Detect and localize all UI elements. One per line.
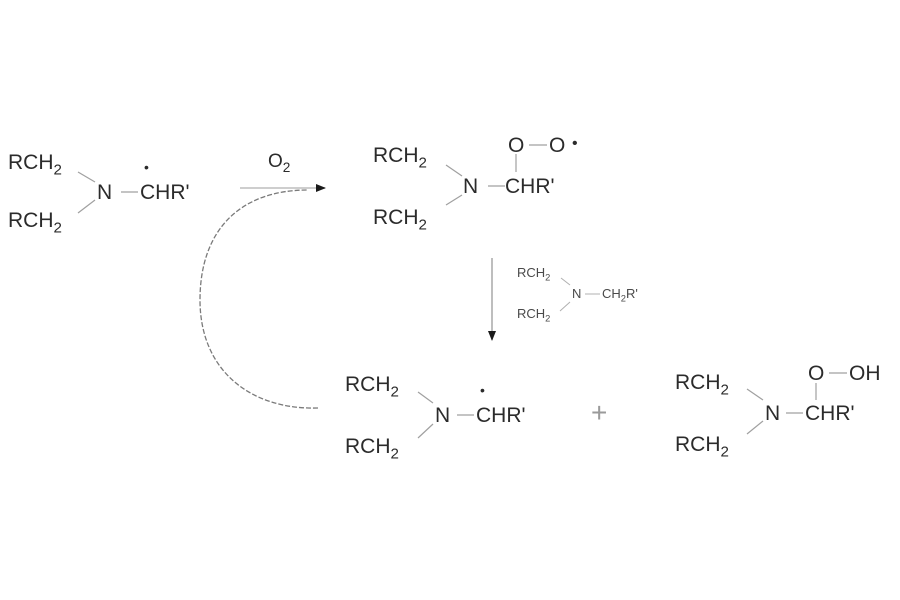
reagent-rch2-bottom: RCH2 bbox=[517, 306, 551, 324]
reagent-ch2r: CH2R' bbox=[602, 286, 638, 304]
reagent-rch2-top: RCH2 bbox=[517, 265, 551, 283]
peroxy-oxygen-1: O bbox=[508, 134, 525, 157]
reactant-carbon-radical: CHR' bbox=[140, 181, 190, 204]
hydroperoxide-nitrogen: N bbox=[765, 402, 781, 425]
reactant-rch2-bottom: RCH2 bbox=[8, 209, 62, 237]
hydroperoxide-carbon: CHR' bbox=[805, 402, 855, 425]
plus-sign: + bbox=[591, 397, 608, 428]
product-radical-bonds bbox=[417, 391, 474, 439]
product-radical-dot: • bbox=[480, 382, 485, 398]
peroxy-carbon: CHR' bbox=[505, 175, 555, 198]
product-carbon-radical: CHR' bbox=[476, 404, 526, 427]
hydroperoxide-rch2-top: RCH2 bbox=[675, 371, 729, 399]
peroxy-rch2-top: RCH2 bbox=[373, 144, 427, 172]
peroxy-nitrogen: N bbox=[463, 175, 479, 198]
reactant-nitrogen: N bbox=[97, 181, 113, 204]
hydroperoxide-bonds bbox=[746, 372, 847, 435]
hydroperoxide-oh: OH bbox=[849, 362, 881, 385]
reactant-bonds bbox=[77, 171, 138, 214]
product-rch2-top: RCH2 bbox=[345, 373, 399, 401]
product-nitrogen: N bbox=[435, 404, 451, 427]
reagent-nitrogen: N bbox=[572, 286, 582, 301]
peroxy-radical-dot: • bbox=[572, 135, 578, 152]
peroxy-oxygen-2: O bbox=[549, 134, 566, 157]
peroxy-rch2-bottom: RCH2 bbox=[373, 206, 427, 234]
hydroperoxide-oxygen: O bbox=[808, 362, 825, 385]
hydroperoxide-rch2-bottom: RCH2 bbox=[675, 433, 729, 461]
reagent-bonds bbox=[559, 277, 600, 312]
product-rch2-bottom: RCH2 bbox=[345, 435, 399, 463]
peroxy-bonds bbox=[445, 144, 547, 206]
o2-reagent-label: O2 bbox=[268, 151, 291, 175]
reactant-radical-dot: • bbox=[144, 159, 149, 175]
reactant-rch2-top: RCH2 bbox=[8, 151, 62, 179]
chain-cycle-arrow bbox=[199, 189, 319, 409]
